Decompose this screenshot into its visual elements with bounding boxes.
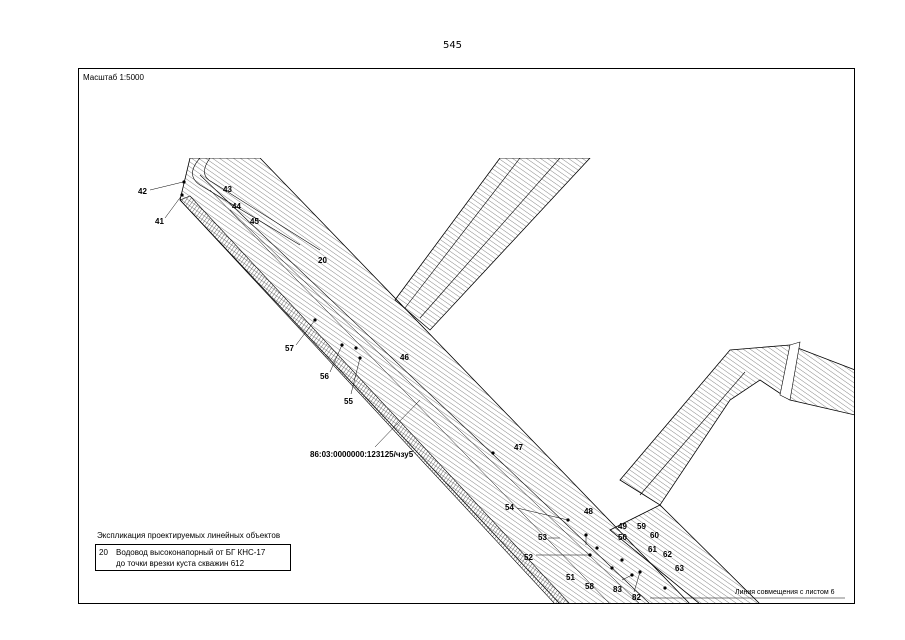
point-label-43: 43 bbox=[223, 185, 232, 194]
right-branch bbox=[619, 344, 854, 506]
upper-branch bbox=[394, 158, 591, 331]
point-label-58: 58 bbox=[585, 582, 594, 591]
point-label-55: 55 bbox=[344, 397, 353, 406]
point-label-44: 44 bbox=[232, 202, 241, 211]
main-corridor bbox=[179, 158, 690, 603]
point-label-62: 62 bbox=[663, 550, 672, 559]
point-label-49: 49 bbox=[618, 522, 627, 531]
point-label-54: 54 bbox=[505, 503, 514, 512]
point-label-51: 51 bbox=[566, 573, 575, 582]
scale-label: Масштаб 1:5000 bbox=[83, 73, 144, 82]
point-label-82: 82 bbox=[632, 593, 641, 602]
point-label-48: 48 bbox=[584, 507, 593, 516]
legend-title: Экспликация проектируемых линейных объек… bbox=[97, 531, 281, 540]
match-line-label: Линия совмещения с листом 6 bbox=[735, 589, 835, 596]
point-label-83: 83 bbox=[613, 585, 622, 594]
point-label-47: 47 bbox=[514, 443, 523, 452]
point-label-61: 61 bbox=[648, 545, 657, 554]
leader-lines bbox=[149, 181, 641, 593]
point-label-57: 57 bbox=[285, 344, 294, 353]
legend-box: 20 Водовод высоконапорный от БГ КНС-17 д… bbox=[95, 544, 291, 571]
point-label-63: 63 bbox=[675, 564, 684, 573]
parcel-label: 86:03:0000000:123125/чзу5 bbox=[310, 450, 414, 459]
point-label-20: 20 bbox=[318, 256, 327, 265]
crossing-road bbox=[609, 504, 760, 603]
legend-line-1: Водовод высоконапорный от БГ КНС-17 bbox=[116, 548, 266, 557]
map-linework bbox=[179, 158, 854, 603]
page-number: 545 bbox=[442, 40, 463, 51]
point-label-45: 45 bbox=[250, 217, 259, 226]
point-label-53: 53 bbox=[538, 533, 547, 542]
point-label-52: 52 bbox=[524, 553, 533, 562]
legend-number: 20 bbox=[99, 548, 108, 557]
point-label-59: 59 bbox=[637, 522, 646, 531]
point-label-42: 42 bbox=[138, 187, 147, 196]
point-labels: 42 41 43 44 45 20 57 56 46 55 47 54 48 5… bbox=[138, 185, 684, 602]
point-label-41: 41 bbox=[155, 217, 164, 226]
survey-points bbox=[180, 180, 667, 590]
pipeline-strip bbox=[179, 195, 570, 603]
point-label-46: 46 bbox=[400, 353, 409, 362]
map-frame: Масштаб 1:5000 bbox=[78, 68, 855, 604]
legend-line-2: до точки врезки куста скважин 612 bbox=[116, 559, 245, 568]
point-label-56: 56 bbox=[320, 372, 329, 381]
point-label-60: 60 bbox=[650, 531, 659, 540]
point-label-50: 50 bbox=[618, 533, 627, 542]
